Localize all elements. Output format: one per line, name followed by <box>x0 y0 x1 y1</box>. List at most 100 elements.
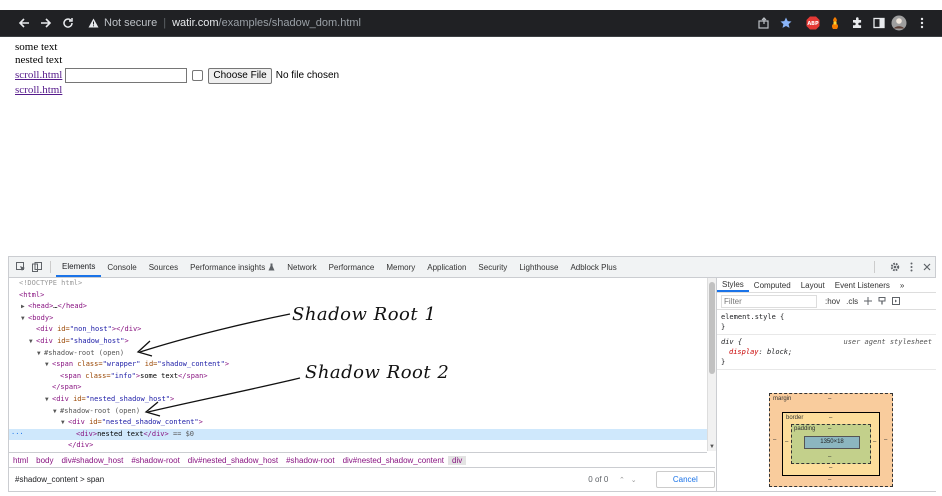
doctype-text: <!DOCTYPE html> <box>19 279 83 287</box>
tab-layout[interactable]: Layout <box>800 280 825 290</box>
tab-application[interactable]: Application <box>427 262 467 272</box>
margin-bottom-value: – <box>828 477 832 483</box>
tab-console[interactable]: Console <box>107 262 137 272</box>
styles-filter-input[interactable]: Filter <box>721 294 817 308</box>
dom-node-shadow-root-1[interactable]: ▼#shadow-root (open) <box>9 348 707 360</box>
dom-node-selected-div[interactable]: ···<div>nested text</div> == $0 <box>9 428 707 441</box>
extension-icon[interactable] <box>827 15 843 31</box>
choose-file-button[interactable]: Choose File <box>208 67 272 84</box>
tab-memory[interactable]: Memory <box>386 262 416 272</box>
breadcrumb-item[interactable]: div#shadow_host <box>61 455 124 465</box>
more-actions-icon[interactable]: ··· <box>11 429 24 438</box>
scroll-link[interactable]: scroll.html <box>15 69 63 81</box>
paint-brush-icon[interactable] <box>878 297 886 305</box>
dom-node-span-close[interactable]: </span> <box>9 382 707 394</box>
tab-performance[interactable]: Performance <box>328 262 375 272</box>
tab-computed[interactable]: Computed <box>753 280 791 290</box>
dom-node-nested-shadow-host[interactable]: ▼<div id="nested_shadow_host"> <box>9 394 707 406</box>
text-input[interactable] <box>65 68 188 83</box>
styles-filter-row: Filter :hov .cls <box>717 293 936 310</box>
head-ellipsis[interactable]: … <box>53 302 58 311</box>
kebab-menu-icon[interactable] <box>914 15 930 31</box>
cls-toggle[interactable]: .cls <box>846 296 859 306</box>
dom-node-shadow-host[interactable]: ▼<div id="shadow_host"> <box>9 336 707 348</box>
dom-node-html[interactable]: <html> <box>9 290 707 302</box>
tab-event-listeners[interactable]: Event Listeners <box>834 280 890 290</box>
rule-close-brace: } <box>721 358 726 366</box>
dom-node-head[interactable]: ▶<head>…</head> <box>9 301 707 313</box>
add-rule-icon[interactable] <box>864 297 873 305</box>
tab-styles[interactable]: Styles <box>717 278 749 292</box>
expand-caret-icon[interactable]: ▶ <box>21 303 25 311</box>
breadcrumb-item[interactable]: body <box>36 455 54 465</box>
collapse-caret-icon[interactable]: ▼ <box>45 396 49 403</box>
kebab-menu-icon[interactable] <box>910 262 913 272</box>
box-model-content[interactable]: 1350×18 <box>804 436 860 449</box>
dom-node-info-span[interactable]: <span class="info">some text</span> <box>9 371 707 383</box>
dom-node-shadow-root-2[interactable]: ▼#shadow-root (open) <box>9 406 707 418</box>
inspect-element-icon[interactable] <box>13 262 29 272</box>
collapse-caret-icon[interactable]: ▼ <box>53 407 57 415</box>
box-model-padding[interactable]: padding – – 1350×18 <box>791 424 871 464</box>
box-model-border[interactable]: border – – – – padding – – 1350×18 <box>782 412 880 476</box>
breadcrumb-item-selected[interactable]: div <box>448 455 467 465</box>
collapse-caret-icon[interactable]: ▼ <box>61 419 65 427</box>
ua-div-rule[interactable]: div { user agent stylesheet display: blo… <box>717 335 936 370</box>
elements-scrollbar[interactable]: ▼ <box>707 278 716 451</box>
css-value: block; <box>766 348 793 356</box>
tab-elements[interactable]: Elements <box>56 257 102 277</box>
adblock-plus-icon[interactable]: ABP <box>805 15 821 31</box>
tab-network[interactable]: Network <box>287 262 317 272</box>
breadcrumb-item[interactable]: html <box>13 455 29 465</box>
dom-node-doctype[interactable]: <!DOCTYPE html> <box>9 278 707 290</box>
breadcrumb-item[interactable]: div#nested_shadow_host <box>187 455 279 465</box>
breadcrumb-item[interactable]: div#nested_shadow_content <box>342 455 444 465</box>
more-tabs-icon[interactable]: » <box>899 280 905 290</box>
collapse-caret-icon[interactable]: ▼ <box>29 338 33 345</box>
arrow-left-icon[interactable] <box>14 10 34 36</box>
security-label[interactable]: Not secure <box>104 17 158 29</box>
border-label: border <box>786 415 804 421</box>
profile-avatar-icon[interactable] <box>891 15 907 31</box>
close-icon[interactable] <box>923 263 931 271</box>
arrow-right-icon[interactable] <box>36 10 56 36</box>
collapse-caret-icon[interactable]: ▼ <box>37 349 41 357</box>
dom-node-body[interactable]: ▼<body> <box>9 313 707 325</box>
tab-sources[interactable]: Sources <box>148 262 179 272</box>
reload-icon[interactable] <box>58 10 78 36</box>
toolbar-divider <box>874 261 875 273</box>
gear-icon[interactable] <box>890 262 900 272</box>
tab-performance-insights[interactable]: Performance insights <box>184 257 281 277</box>
hov-toggle[interactable]: :hov <box>825 296 841 306</box>
collapse-caret-icon[interactable]: ▼ <box>21 314 25 322</box>
dom-node-nested-shadow-content[interactable]: ▼<div id="nested_shadow_content"> <box>9 417 707 429</box>
sidebar-toggle-icon[interactable] <box>892 297 901 305</box>
chevron-down-icon[interactable]: ⌄ <box>630 476 637 484</box>
element-style-rule[interactable]: element.style { } <box>717 310 936 335</box>
device-toolbar-icon[interactable] <box>29 262 45 272</box>
address-bar[interactable]: Not secure | watir.com /examples/shadow_… <box>84 12 744 34</box>
form-row: scroll.html Choose File No file chosen <box>15 67 339 84</box>
dom-node-non-host[interactable]: <div id="non_host"></div> <box>9 324 707 336</box>
scroll-down-icon[interactable]: ▼ <box>709 444 715 450</box>
box-model-margin[interactable]: margin – – – – border – – – – padding – … <box>769 393 893 487</box>
dom-node-div-close[interactable]: </div> <box>9 440 707 451</box>
scroll-link-2[interactable]: scroll.html <box>15 84 63 96</box>
search-cancel-button[interactable]: Cancel <box>655 471 715 488</box>
sidepanel-icon[interactable] <box>871 15 887 31</box>
breadcrumb-item[interactable]: #shadow-root <box>131 455 180 465</box>
checkbox[interactable] <box>192 70 204 81</box>
attr-value: "nested_shadow_host" <box>85 395 171 403</box>
scrollbar-thumb[interactable] <box>709 282 715 374</box>
tab-adblock-plus[interactable]: Adblock Plus <box>570 262 617 272</box>
chevron-up-icon[interactable]: ⌃ <box>618 476 625 484</box>
bookmark-star-icon[interactable] <box>778 15 794 31</box>
breadcrumb-item[interactable]: #shadow-root <box>286 455 335 465</box>
dom-node-wrapper-span[interactable]: ▼<span class="wrapper" id="shadow_conten… <box>9 359 707 371</box>
share-icon[interactable] <box>756 15 772 31</box>
puzzle-icon[interactable] <box>849 15 865 31</box>
search-input[interactable]: #shadow_content > span <box>15 475 105 484</box>
tab-security[interactable]: Security <box>478 262 508 272</box>
tab-lighthouse[interactable]: Lighthouse <box>519 262 559 272</box>
collapse-caret-icon[interactable]: ▼ <box>45 361 49 369</box>
